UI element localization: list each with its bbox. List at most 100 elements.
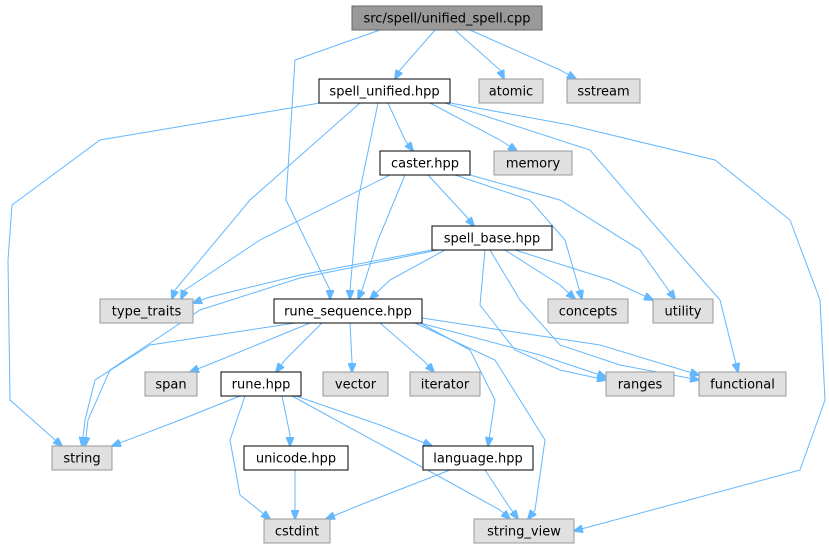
node-box	[144, 371, 198, 397]
edge-rune_sequence-to-iterator	[379, 322, 434, 372]
node-box	[547, 298, 629, 324]
node-vector: vector	[322, 371, 389, 397]
node-label: ranges	[618, 378, 663, 393]
node-rune[interactable]: rune.hpp	[220, 371, 302, 397]
node-label: type_traits	[112, 305, 182, 320]
edge-spell_base-to-type_traits	[193, 249, 433, 303]
node-caster[interactable]: caster.hpp	[379, 150, 471, 176]
node-box	[220, 371, 302, 397]
node-language[interactable]: language.hpp	[422, 445, 534, 471]
edge-spell_base-to-utility	[514, 249, 653, 300]
node-box	[243, 445, 349, 471]
node-ranges: ranges	[605, 371, 675, 397]
edge-rune_sequence-to-ranges	[419, 322, 606, 377]
edge-rune-to-unicode	[281, 395, 290, 446]
node-type-traits: type_traits	[99, 298, 194, 324]
node-label: language.hpp	[433, 452, 522, 467]
node-label: rune.hpp	[232, 378, 291, 393]
node-label: utility	[665, 305, 702, 320]
edge-spell_unified-to-string	[7, 102, 321, 446]
edge-spell_unified-to-type_traits	[172, 102, 361, 299]
edges-layer	[7, 29, 826, 531]
node-spell-base[interactable]: spell_base.hpp	[431, 225, 553, 251]
edge-spell_base-to-string	[85, 249, 439, 446]
node-root: src/spell/unified_spell.cpp	[351, 5, 543, 31]
node-label: unicode.hpp	[256, 452, 336, 467]
edge-spell_unified-to-caster	[387, 102, 413, 151]
node-box	[652, 298, 714, 324]
node-label: sstream	[577, 85, 629, 100]
edge-spell_base-to-rune_sequence	[370, 249, 446, 299]
node-spell-unified[interactable]: spell_unified.hpp	[318, 78, 451, 104]
edge-caster-to-utility	[469, 174, 675, 299]
edge-spell_unified-to-rune_sequence	[350, 102, 379, 299]
edge-rune-to-string	[112, 395, 241, 446]
node-label: memory	[506, 157, 561, 172]
node-rune-sequence[interactable]: rune_sequence.hpp	[273, 298, 423, 324]
edge-rune-to-cstdint	[229, 395, 270, 519]
node-box	[263, 518, 331, 544]
node-box	[322, 371, 389, 397]
node-label: functional	[710, 378, 775, 393]
node-sstream: sstream	[566, 78, 641, 104]
edge-root-to-spell_unified	[395, 29, 436, 79]
edge-rune-to-language	[295, 395, 432, 446]
node-box	[99, 298, 194, 324]
edge-root-to-atomic	[454, 29, 504, 79]
node-iterator: iterator	[409, 371, 481, 397]
edge-rune_sequence-to-string	[82, 322, 296, 446]
node-box	[351, 5, 543, 31]
node-box	[379, 150, 471, 176]
node-span: span	[144, 371, 198, 397]
node-box	[273, 298, 423, 324]
node-label: rune_sequence.hpp	[284, 305, 412, 320]
node-atomic: atomic	[478, 78, 544, 104]
edge-caster-to-type_traits	[181, 174, 391, 299]
edge-language-to-cstdint	[326, 469, 451, 519]
node-box	[473, 518, 575, 544]
edge-spell_base-to-concepts	[504, 249, 575, 299]
edge-root-to-sstream	[469, 29, 576, 79]
edge-caster-to-spell_base	[427, 174, 474, 226]
edge-caster-to-rune_sequence	[358, 174, 406, 299]
edge-rune_sequence-to-rune	[276, 322, 323, 372]
edge-language-to-string_view	[484, 469, 518, 519]
node-functional: functional	[698, 371, 787, 397]
node-label: vector	[335, 378, 377, 393]
node-concepts: concepts	[547, 298, 629, 324]
node-label: string_view	[487, 525, 561, 540]
node-box	[409, 371, 481, 397]
node-label: iterator	[421, 378, 470, 393]
node-box	[605, 371, 675, 397]
edge-rune_sequence-to-functional	[421, 317, 699, 375]
node-utility: utility	[652, 298, 714, 324]
edge-rune-to-string_view	[291, 395, 510, 519]
node-label: span	[155, 378, 186, 393]
node-label: spell_unified.hpp	[329, 85, 439, 100]
node-box	[318, 78, 451, 104]
node-label: cstdint	[275, 525, 319, 540]
edge-spell_unified-to-functional	[444, 102, 738, 372]
edge-spell_base-to-functional	[489, 249, 699, 380]
node-box	[493, 150, 573, 176]
node-box	[422, 445, 534, 471]
node-label: spell_base.hpp	[444, 232, 541, 247]
node-label: src/spell/unified_spell.cpp	[363, 12, 530, 27]
node-cstdint: cstdint	[263, 518, 331, 544]
node-box	[566, 78, 641, 104]
nodes-layer: src/spell/unified_spell.cpp spell_unified…	[51, 5, 787, 544]
node-unicode[interactable]: unicode.hpp	[243, 445, 349, 471]
node-label: string	[63, 452, 100, 467]
edge-spell_unified-to-string_view	[449, 102, 826, 531]
edge-rune_sequence-to-string_view	[414, 322, 546, 519]
node-label: caster.hpp	[391, 157, 459, 172]
edge-rune_sequence-to-span	[190, 322, 311, 372]
edge-spell_unified-to-memory	[429, 102, 517, 151]
node-label: concepts	[559, 305, 618, 320]
node-label: atomic	[489, 85, 533, 100]
node-box	[698, 371, 787, 397]
node-box	[51, 445, 113, 471]
edge-spell_base-to-ranges	[479, 249, 606, 380]
node-string-view: string_view	[473, 518, 575, 544]
